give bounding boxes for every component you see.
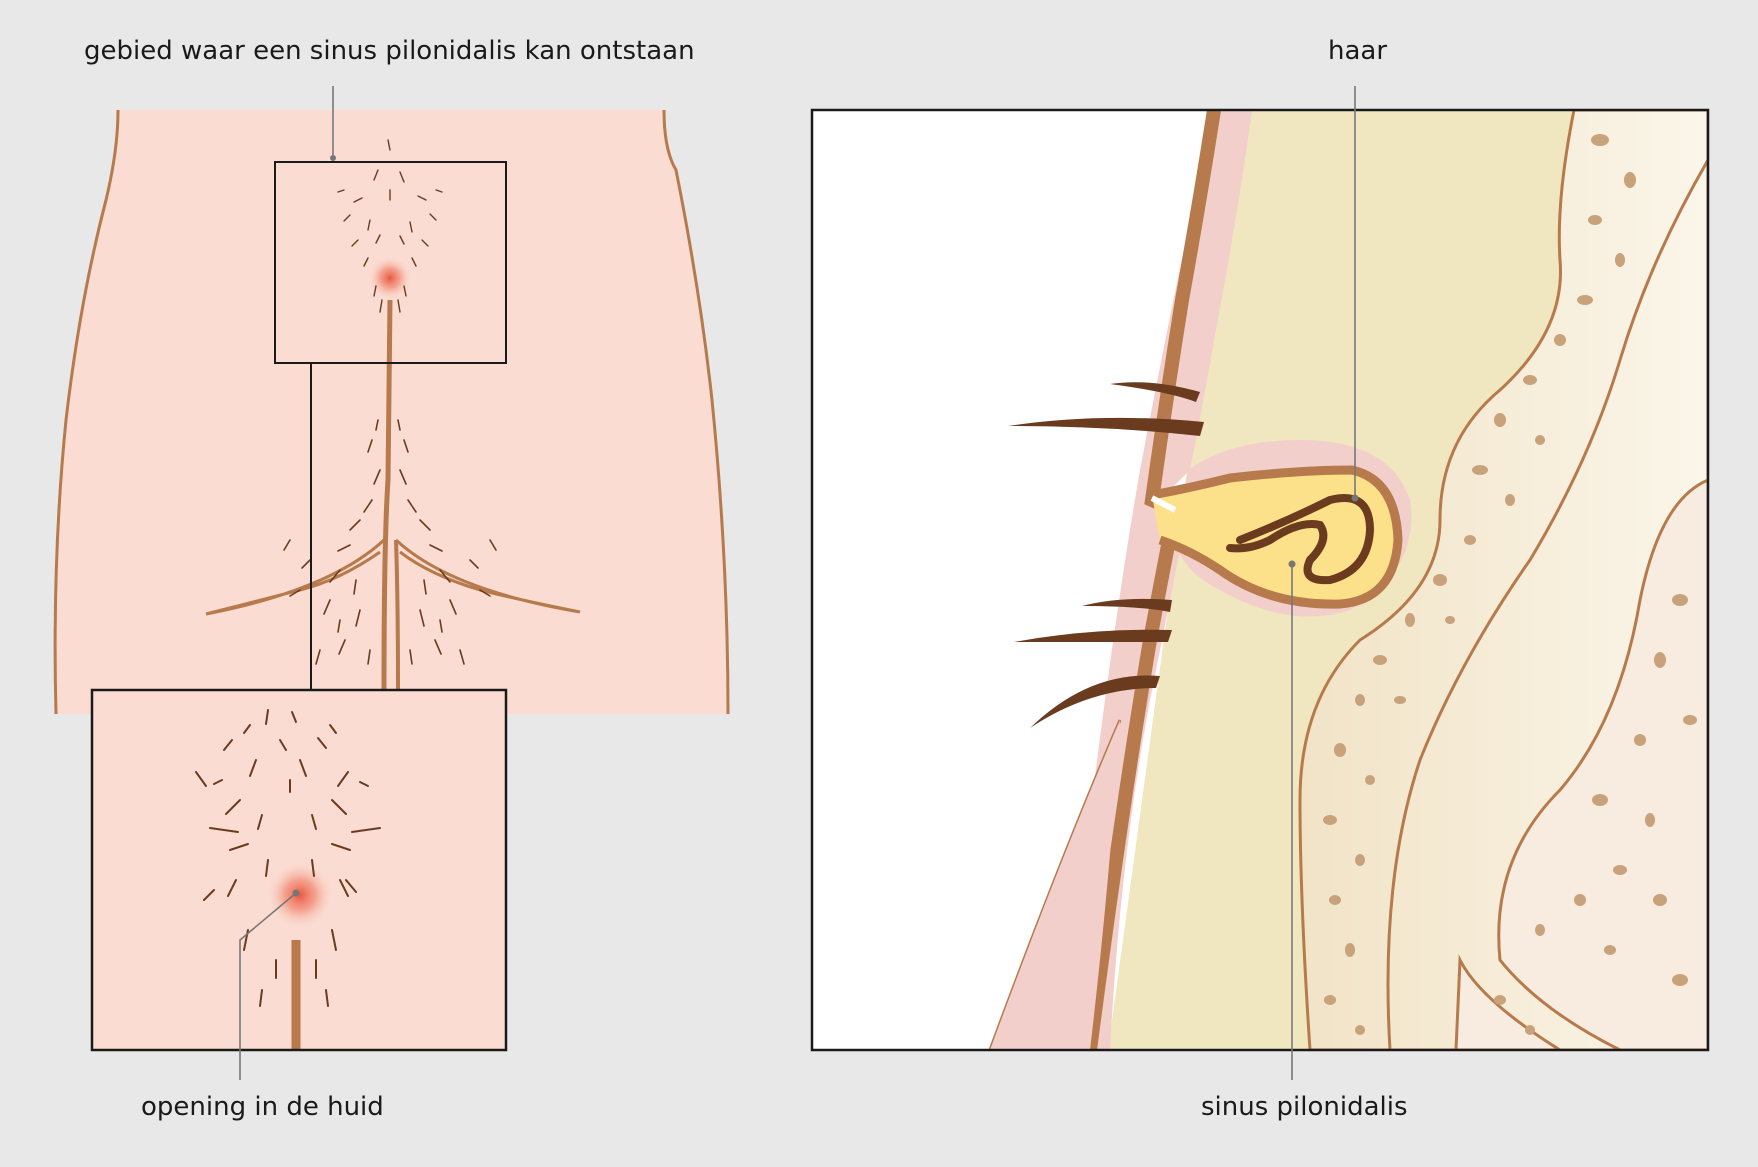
cleft-hair: [283, 419, 497, 665]
hair-leader-dot: [1351, 494, 1359, 502]
label-opening: opening in de huid: [141, 1092, 384, 1122]
bone-inner-cortex: [1386, 159, 1708, 1050]
gluteal-cleft-2: [394, 539, 400, 691]
redness-spot-small: [368, 256, 412, 300]
cross-section-frame: [810, 108, 1710, 1052]
bone-marrow-spots: [1323, 134, 1697, 1035]
opening-leader-line: [239, 892, 297, 1080]
label-hair: haar: [1328, 36, 1388, 66]
body-outline: [55, 110, 729, 714]
buttocks-illustration: [53, 86, 730, 1080]
gluteal-cleft: [381, 299, 393, 691]
external-hairs: [1008, 382, 1204, 728]
area-highlight-box: [274, 161, 507, 364]
opening-leader-dot: [292, 889, 300, 897]
right-gluteal-fold: [394, 538, 581, 614]
label-sinus: sinus pilonidalis: [1201, 1092, 1408, 1122]
body-left-contour: [53, 109, 120, 715]
redness-spot-large: [266, 861, 334, 929]
sacral-hair-large: [195, 709, 381, 1007]
magnified-inset: [92, 690, 506, 1050]
sinus-opening: [1150, 495, 1177, 513]
coccyx: [1497, 478, 1708, 1050]
outer-fill: [990, 720, 1120, 1050]
hair-in-sinus: [1226, 494, 1375, 585]
body-right-contour: [662, 109, 730, 715]
sacral-hair-small: [337, 139, 443, 313]
area-leader-dot: [330, 155, 336, 161]
label-area: gebied waar een sinus pilonidalis kan on…: [84, 36, 695, 66]
sinus-leader-dot: [1288, 560, 1296, 568]
magnified-inset-frame: [90, 688, 508, 1052]
cross-section-illustration: [812, 110, 1708, 1050]
